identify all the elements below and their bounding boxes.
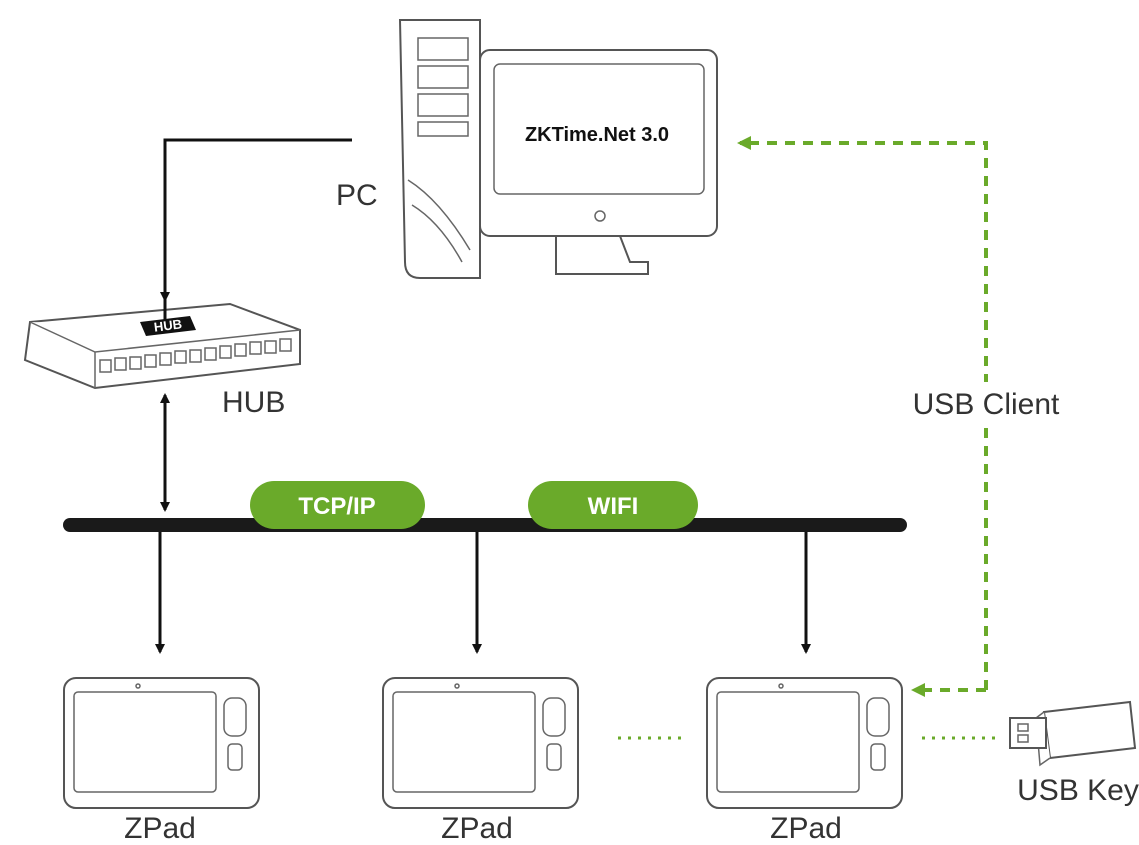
usb-client-label-bg [905, 382, 1070, 428]
pc-label: PC [336, 179, 378, 212]
hub-label: HUB [222, 386, 285, 419]
wifi-pill [528, 481, 698, 529]
zpad-label-3: ZPad [770, 812, 842, 845]
usb-key-label: USB Key [1017, 774, 1139, 807]
tcpip-pill [250, 481, 425, 529]
network-hub-icon [23, 302, 301, 390]
usb-key-icon [1009, 700, 1137, 767]
wifi-label: WIFI [588, 493, 639, 520]
usb-client-link [737, 136, 988, 690]
hub-device-print: HUB [153, 316, 183, 334]
zpad-terminal-icon [706, 677, 903, 809]
zpad-terminal-icon [382, 677, 579, 809]
zpad-label-2: ZPad [441, 812, 513, 845]
zpad-label-1: ZPad [124, 812, 196, 845]
software-label: ZKTime.Net 3.0 [525, 124, 669, 146]
desktop-computer-icon [398, 19, 718, 279]
zpad-terminal-icon [63, 677, 260, 809]
tcpip-label: TCP/IP [298, 493, 375, 520]
usb-client-label: USB Client [913, 388, 1060, 421]
pc-hub-connector [163, 138, 352, 278]
